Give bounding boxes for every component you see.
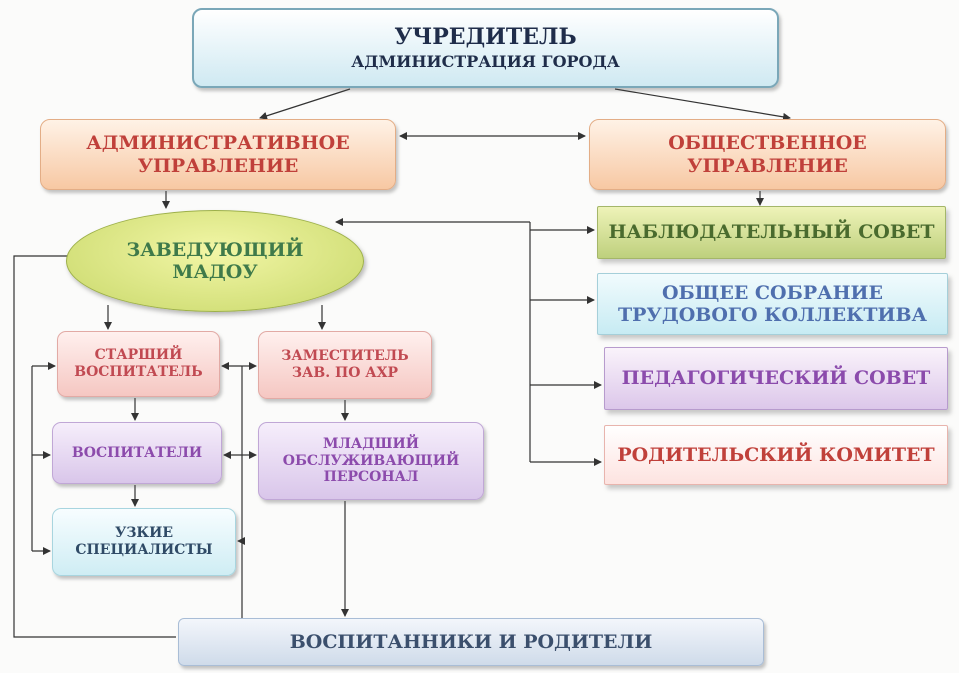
public-management-line1: ОБЩЕСТВЕННОЕ: [668, 132, 867, 155]
specialists-box: УЗКИЕ СПЕЦИАЛИСТЫ: [52, 508, 236, 576]
pupils-and-parents-box: ВОСПИТАННИКИ И РОДИТЕЛИ: [178, 618, 764, 666]
educators-box: ВОСПИТАТЕЛИ: [52, 422, 222, 484]
junior-staff-line2: ОБСЛУЖИВАЮЩИЙ: [282, 452, 460, 469]
head-ellipse: ЗАВЕДУЮЩИЙ МАДОУ: [66, 210, 364, 312]
deputy-head-box: ЗАМЕСТИТЕЛЬ ЗАВ. ПО АХР: [258, 331, 432, 399]
supervisory-council-label: НАБЛЮДАТЕЛЬНЫЙ СОВЕТ: [608, 221, 935, 244]
head-line1: ЗАВЕДУЮЩИЙ: [126, 238, 304, 261]
educators-label: ВОСПИТАТЕЛИ: [71, 444, 203, 461]
general-meeting-line1: ОБЩЕЕ СОБРАНИЕ: [662, 281, 883, 304]
parents-committee-label: РОДИТЕЛЬСКИЙ КОМИТЕТ: [617, 443, 935, 466]
deputy-head-line1: ЗАМЕСТИТЕЛЬ: [281, 348, 409, 365]
supervisory-council-box: НАБЛЮДАТЕЛЬНЫЙ СОВЕТ: [597, 206, 946, 259]
public-management-box: ОБЩЕСТВЕННОЕ УПРАВЛЕНИЕ: [589, 119, 946, 190]
founder-subtitle: АДМИНИСТРАЦИЯ ГОРОДА: [351, 51, 620, 71]
administrative-management-box: АДМИНИСТРАТИВНОЕ УПРАВЛЕНИЕ: [40, 119, 396, 190]
senior-educator-line1: СТАРШИЙ: [94, 347, 183, 364]
pupils-and-parents-label: ВОСПИТАННИКИ И РОДИТЕЛИ: [289, 630, 653, 653]
founder-title: УЧРЕДИТЕЛЬ: [394, 23, 577, 50]
parents-committee-box: РОДИТЕЛЬСКИЙ КОМИТЕТ: [604, 425, 948, 485]
pedagogical-council-box: ПЕДАГОГИЧЕСКИЙ СОВЕТ: [604, 347, 948, 410]
specialists-line1: УЗКИЕ: [114, 525, 174, 542]
general-meeting-box: ОБЩЕЕ СОБРАНИЕ ТРУДОВОГО КОЛЛЕКТИВА: [597, 273, 948, 335]
junior-staff-line1: МЛАДШИЙ: [323, 436, 419, 453]
administrative-management-line2: УПРАВЛЕНИЕ: [137, 154, 299, 177]
head-line2: МАДОУ: [172, 261, 258, 283]
deputy-head-line2: ЗАВ. ПО АХР: [291, 365, 399, 381]
founder-box: УЧРЕДИТЕЛЬ АДМИНИСТРАЦИЯ ГОРОДА: [192, 8, 779, 88]
general-meeting-line2: ТРУДОВОГО КОЛЛЕКТИВА: [617, 304, 927, 326]
pedagogical-council-label: ПЕДАГОГИЧЕСКИЙ СОВЕТ: [621, 367, 931, 390]
administrative-management-line1: АДМИНИСТРАТИВНОЕ: [86, 132, 350, 155]
senior-educator-line2: ВОСПИТАТЕЛЬ: [74, 364, 203, 380]
specialists-line2: СПЕЦИАЛИСТЫ: [75, 542, 213, 558]
junior-staff-line3: ПЕРСОНАЛ: [323, 469, 419, 486]
junior-staff-box: МЛАДШИЙ ОБСЛУЖИВАЮЩИЙ ПЕРСОНАЛ: [258, 422, 484, 500]
public-management-line2: УПРАВЛЕНИЕ: [687, 154, 848, 177]
senior-educator-box: СТАРШИЙ ВОСПИТАТЕЛЬ: [57, 331, 220, 397]
